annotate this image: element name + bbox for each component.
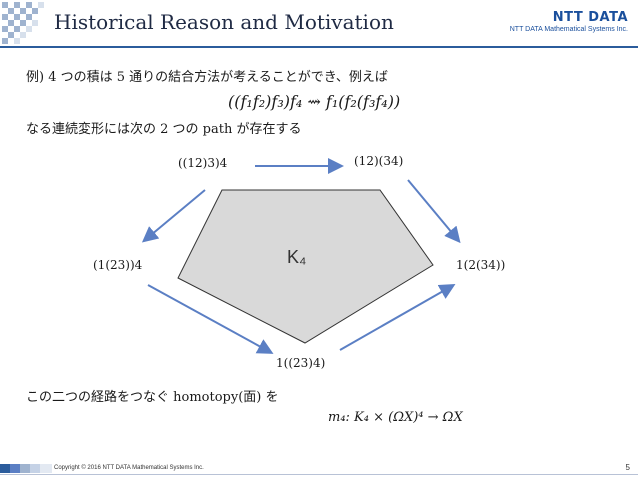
footer-color-bar	[0, 464, 52, 473]
copyright-text: Copyright © 2016 NTT DATA Mathematical S…	[54, 465, 204, 471]
node-top-right: (12)(34)	[354, 154, 404, 168]
k4-diagram: K₄	[141, 158, 461, 354]
node-right: 1(2(34))	[456, 258, 506, 272]
path-text: なる連続変形には次の 2 つの path が存在する	[26, 122, 302, 137]
node-top-left: ((12)3)4	[178, 156, 228, 170]
homotopy-formula: m₄: K₄ × (ΩX)⁴ → ΩX	[328, 410, 463, 425]
k4-pentagon	[177, 189, 434, 344]
logo-subtitle: NTT DATA Mathematical Systems Inc.	[509, 26, 628, 33]
header-divider	[0, 46, 638, 48]
logo-wordmark: NTT DATA	[552, 10, 628, 25]
homotopy-text: この二つの経路をつなぐ homotopy(面) を	[26, 390, 279, 405]
arrow-topright-to-right	[407, 179, 461, 244]
arrow-topleft-to-left	[141, 189, 206, 243]
arrow-left-to-bottom	[147, 284, 274, 354]
page-number: 5	[625, 463, 630, 472]
header-decoration	[0, 0, 46, 46]
node-left: (1(23))4	[93, 258, 143, 272]
footer-divider	[0, 474, 638, 475]
example-text: 例) 4 つの積は 5 通りの結合方法が考えることができ、例えば	[26, 70, 388, 85]
k4-label: K₄	[287, 247, 306, 267]
company-logo: NTT DATA NTT DATA Mathematical Systems I…	[510, 10, 628, 33]
page-title: Historical Reason and Motivation	[54, 10, 394, 34]
arrow-bottom-to-right	[339, 284, 456, 351]
associativity-formula: ((f₁f₂)f₃)f₄ ⇝ f₁(f₂(f₃f₄))	[228, 92, 401, 111]
node-bottom: 1((23)4)	[276, 356, 326, 370]
